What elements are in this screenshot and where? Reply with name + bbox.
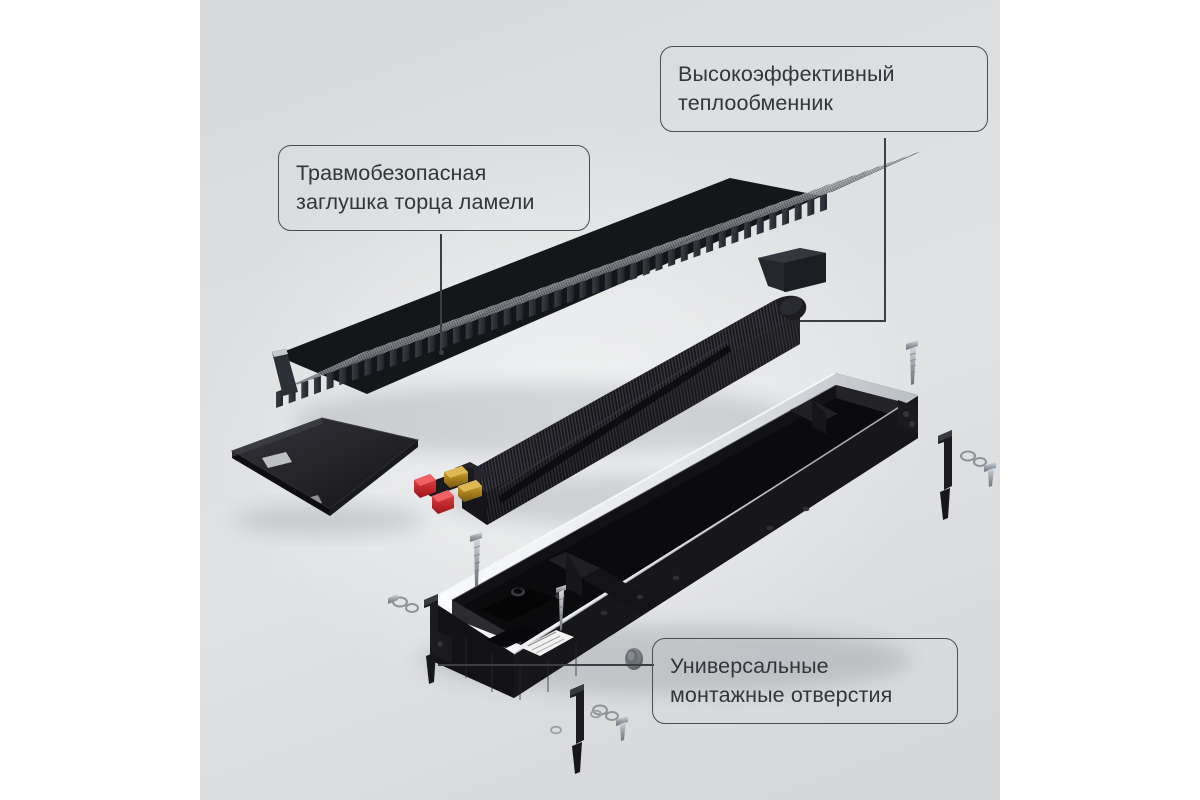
fastener-screw-top-right bbox=[906, 340, 918, 385]
fastener-screw-floor-right bbox=[556, 585, 566, 631]
leader-heat-exchanger-h bbox=[800, 320, 886, 322]
fastener-screw-floor-left bbox=[470, 532, 482, 587]
part-roll-up-grille bbox=[272, 151, 921, 408]
bracket-bottom bbox=[570, 684, 628, 774]
red-cap-1 bbox=[414, 474, 436, 498]
fastener-washers-bottom bbox=[550, 709, 602, 735]
callout-universal-mounting-holes: Универсальные монтажные отверстия bbox=[652, 638, 958, 725]
universal-mounting-holes bbox=[600, 506, 810, 616]
leader-heat-exchanger-v bbox=[884, 138, 886, 321]
part-trench-housing bbox=[429, 372, 919, 700]
leader-end-cap-dot bbox=[439, 350, 444, 355]
part-lamella-end-cap bbox=[230, 417, 420, 516]
bracket-left bbox=[388, 594, 438, 684]
part-valve-connections bbox=[414, 466, 482, 514]
brass-fitting-1 bbox=[444, 466, 468, 488]
mounting-hole-highlight bbox=[625, 648, 643, 670]
red-cap-2 bbox=[432, 490, 454, 514]
bracket-upper-right bbox=[938, 430, 996, 520]
brass-fitting-2 bbox=[458, 480, 482, 502]
leader-mount-holes-h bbox=[438, 664, 654, 666]
callout-lamella-end-cap: Травмобезопасная заглушка торца ламели bbox=[278, 145, 590, 232]
leader-end-cap-v bbox=[440, 234, 442, 352]
part-heat-exchanger bbox=[455, 295, 807, 525]
callout-heat-exchanger: Высокоэффективный теплообменник bbox=[660, 46, 988, 133]
part-product-sticker bbox=[522, 630, 574, 656]
